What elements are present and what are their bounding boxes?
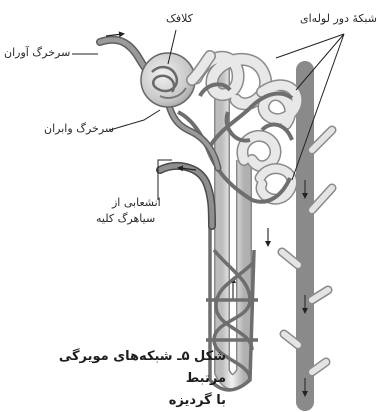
label-renal-vein-branch-line2: سیاهرگ کلیه xyxy=(96,212,155,225)
label-glomerulus: کلافک xyxy=(166,12,193,25)
renal-vein-branch xyxy=(160,166,212,226)
figure-caption: شکل ۵ـ شبکه‌های مویرگی مرتبط با گردیزه xyxy=(16,346,226,412)
caption-line2: با گردیزه xyxy=(16,390,226,412)
label-efferent-arteriole: سرخرگ وابران xyxy=(44,122,114,135)
glomerulus xyxy=(141,53,210,107)
label-peritubular-network: شبکهٔ دور لوله‌ای xyxy=(300,12,377,25)
caption-line1: شکل ۵ـ شبکه‌های مویرگی مرتبط xyxy=(16,346,226,390)
label-renal-vein-branch-line1: انشعابی از xyxy=(112,196,161,209)
label-afferent-arteriole: سرخرگ آوران xyxy=(4,46,70,59)
